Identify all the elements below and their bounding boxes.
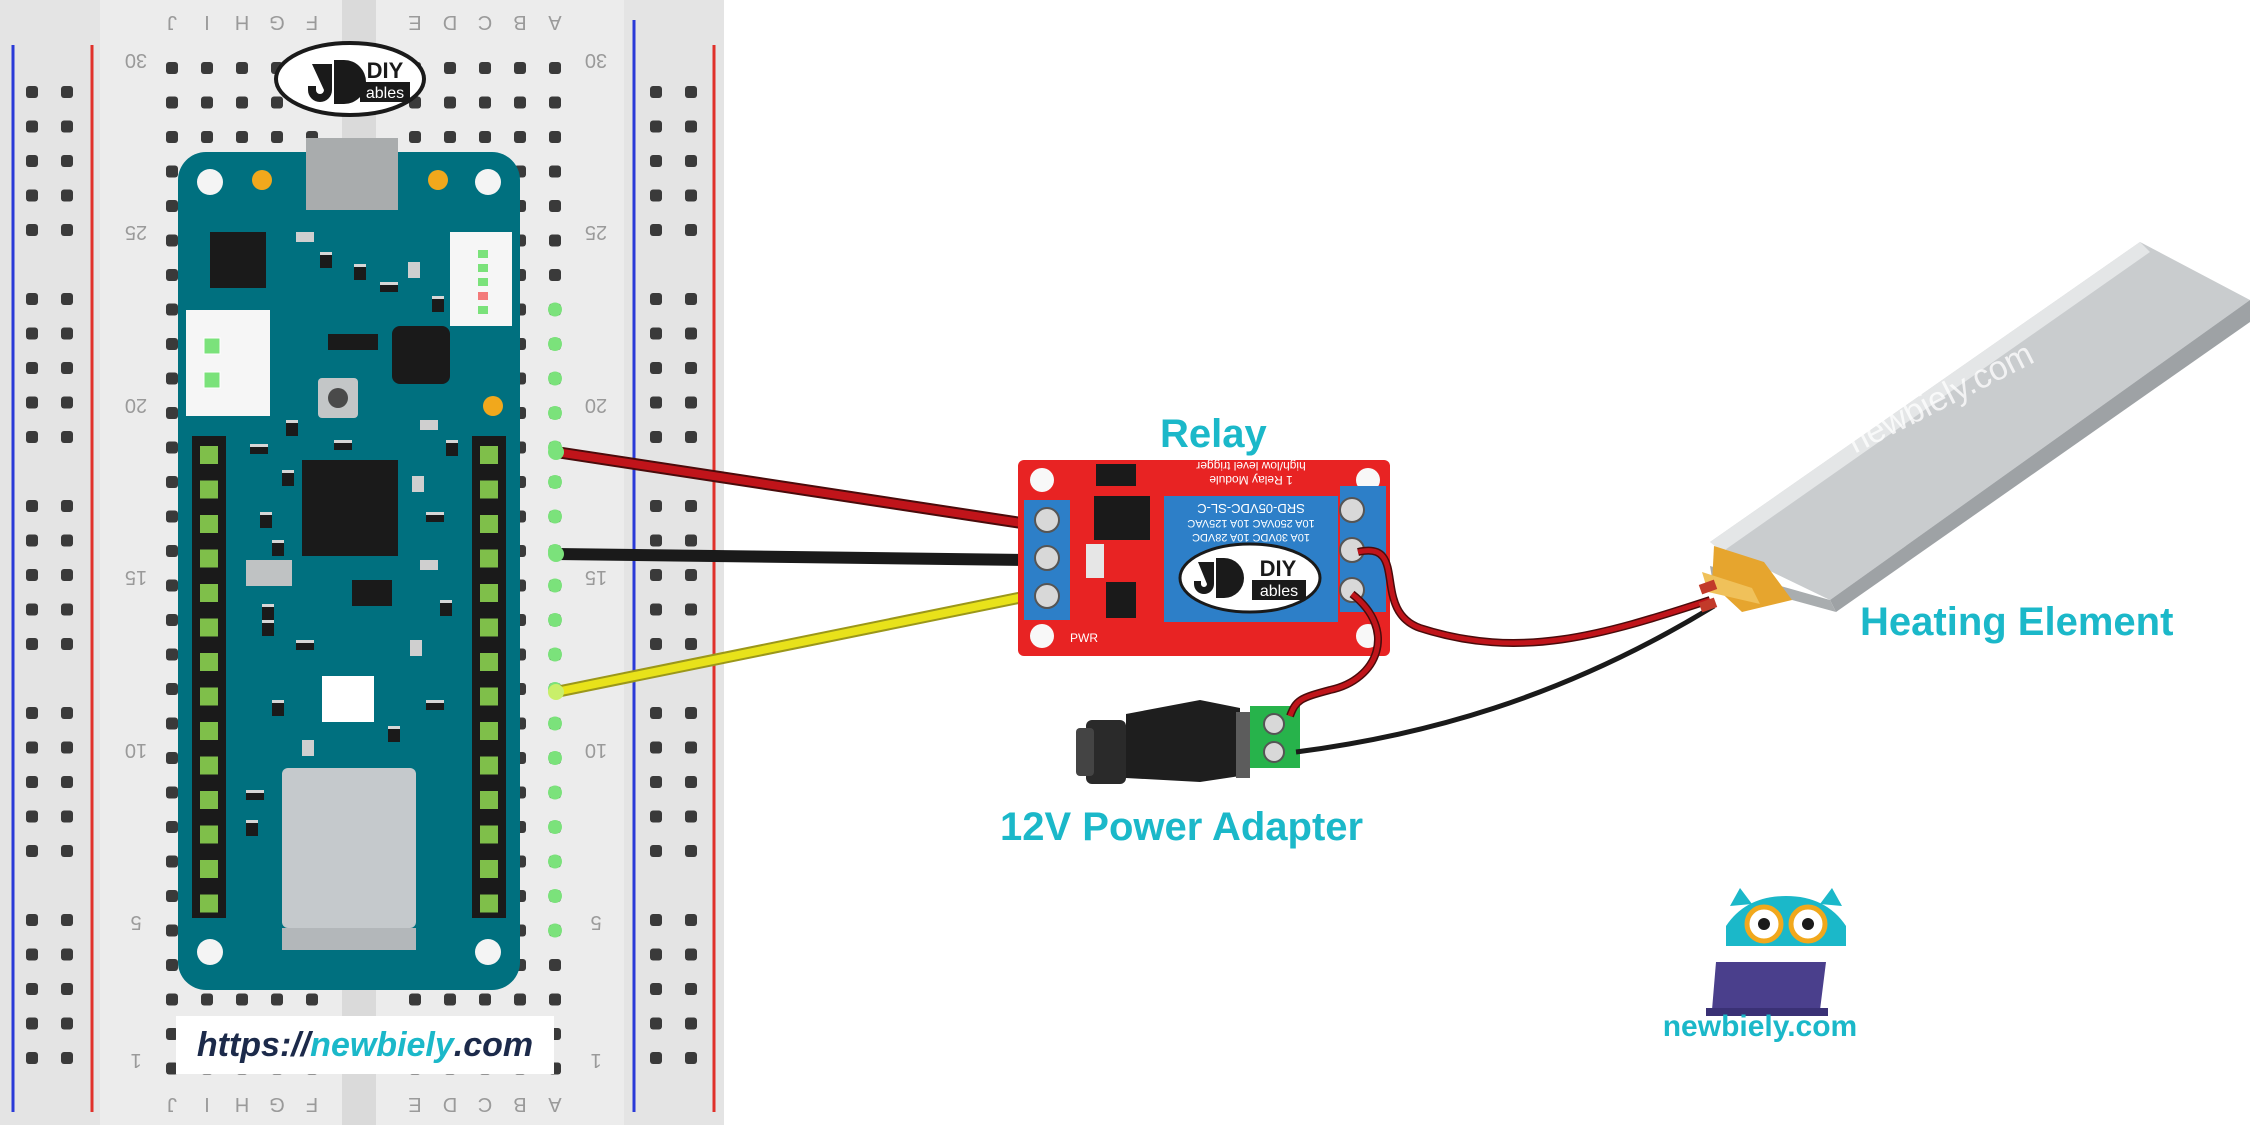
row-number: 25 bbox=[125, 221, 147, 243]
wifi-module bbox=[282, 768, 416, 928]
column-letter: F bbox=[306, 11, 318, 33]
newbiely-owl-logo bbox=[1706, 888, 1846, 1016]
diy-logo-subtext: ables bbox=[366, 85, 404, 102]
relay-title: 1 Relay Module bbox=[1209, 473, 1293, 487]
column-letter: C bbox=[478, 1093, 492, 1115]
heating-element-label: Heating Element bbox=[1860, 600, 2174, 644]
url-scheme: https:// bbox=[196, 1025, 311, 1064]
relay-label: Relay bbox=[1160, 412, 1267, 456]
column-letter: F bbox=[306, 1093, 318, 1115]
column-letter: E bbox=[408, 1093, 421, 1115]
column-letter: A bbox=[548, 11, 562, 33]
power-wires bbox=[1286, 546, 1718, 755]
row-number: 20 bbox=[125, 394, 147, 416]
diy-ables-logo: DIY ables bbox=[274, 41, 426, 117]
column-letter: E bbox=[408, 11, 421, 33]
column-letter: I bbox=[204, 11, 210, 33]
chip bbox=[210, 232, 266, 288]
row-number: 10 bbox=[125, 739, 147, 761]
relay-diy-logo-subtext: ables bbox=[1260, 583, 1298, 600]
wire-adapter-to-relay bbox=[1287, 592, 1381, 717]
heater-plate bbox=[1710, 242, 2250, 600]
relay-model: SRD-05VDC-SL-C bbox=[1197, 501, 1305, 516]
header-pins-right bbox=[472, 436, 506, 918]
column-letter: G bbox=[269, 11, 285, 33]
row-numbers: 30 30 25 25 20 20 15 15 10 10 5 5 1 1 bbox=[125, 49, 607, 1071]
row-number: 15 bbox=[125, 566, 147, 588]
column-letter: B bbox=[513, 1093, 526, 1115]
row-number: 30 bbox=[125, 49, 147, 71]
row-number: 1 bbox=[130, 1049, 141, 1071]
row-number: 5 bbox=[130, 911, 141, 933]
row-number: 20 bbox=[585, 394, 607, 416]
column-letter: C bbox=[478, 11, 492, 33]
row-number: 10 bbox=[585, 739, 607, 761]
wire-yellow bbox=[552, 592, 1032, 696]
power-adapter-label: 12V Power Adapter bbox=[1000, 805, 1364, 849]
url-tld: .com bbox=[453, 1025, 534, 1064]
header-pins-left bbox=[192, 436, 226, 918]
column-letter: A bbox=[548, 1093, 562, 1115]
signal-wires bbox=[548, 444, 1034, 700]
arduino-board bbox=[178, 138, 520, 990]
column-letter: G bbox=[269, 1093, 285, 1115]
connector-left bbox=[186, 310, 270, 416]
url-domain: newbiely bbox=[310, 1025, 454, 1064]
url-banner: https://newbiely.com bbox=[176, 1016, 554, 1074]
column-letter: H bbox=[235, 1093, 249, 1115]
brand-logo-text: newbiely.com bbox=[1662, 1010, 1858, 1043]
relay-module: 1 Relay Module high/low level trigger SR… bbox=[1018, 459, 1390, 656]
column-letter: J bbox=[167, 11, 177, 33]
wire-relay-to-heater bbox=[1357, 548, 1711, 646]
usb-connector bbox=[306, 138, 398, 210]
column-letter: H bbox=[235, 11, 249, 33]
adapter-jack bbox=[1126, 700, 1240, 782]
relay-pwr-label: PWR bbox=[1070, 631, 1098, 645]
wire-red bbox=[552, 448, 1032, 528]
relay-rating-2: 10A 30VDC 10A 28VDC bbox=[1192, 531, 1310, 543]
laptop-icon bbox=[1712, 962, 1826, 1010]
row-number: 30 bbox=[585, 49, 607, 71]
wire-adapter-to-heater bbox=[1295, 603, 1716, 755]
row-number: 5 bbox=[590, 911, 601, 933]
relay-diy-logo-text: DIY bbox=[1260, 556, 1297, 581]
row-number: 25 bbox=[585, 221, 607, 243]
power-adapter bbox=[1076, 700, 1300, 784]
wire-black bbox=[550, 548, 1034, 566]
relay-trigger: high/low level trigger bbox=[1196, 459, 1305, 473]
column-letter: J bbox=[167, 1093, 177, 1115]
column-letter: D bbox=[443, 11, 457, 33]
column-letter: D bbox=[443, 1093, 457, 1115]
row-number: 15 bbox=[585, 566, 607, 588]
relay-rating-1: 10A 250VAC 10A 125VAC bbox=[1187, 517, 1314, 529]
heating-element bbox=[1702, 242, 2250, 612]
column-letter: B bbox=[513, 11, 526, 33]
diy-logo-text: DIY bbox=[367, 58, 404, 83]
column-letter: I bbox=[204, 1093, 210, 1115]
mcu-chip bbox=[302, 460, 398, 556]
row-number: 1 bbox=[590, 1049, 601, 1071]
